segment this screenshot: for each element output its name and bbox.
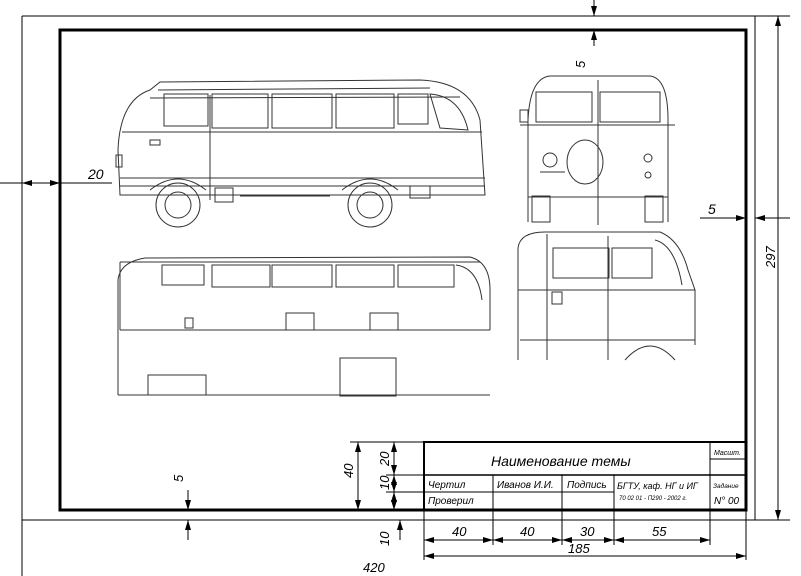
bus-rear-view	[117, 256, 491, 397]
dim-col-30: 30	[580, 524, 595, 539]
dim-row-20: 20	[377, 451, 392, 467]
bus-front-view	[519, 75, 675, 225]
dim-row-10a: 10	[377, 475, 392, 490]
bus-section-view	[517, 231, 696, 361]
dim-top-margin: 5	[573, 60, 588, 68]
dim-left-margin: 20	[87, 166, 104, 182]
title-code: 70 02 01 - П290 - 2002 г.	[619, 496, 687, 502]
dim-stamp-height: 40	[341, 463, 356, 478]
title-checked-label: Проверил	[428, 496, 474, 507]
dim-stamp-width: 185	[568, 541, 590, 556]
dim-sheet-width: 420	[363, 560, 385, 575]
sheet-outline	[21, 15, 756, 521]
title-block	[423, 441, 747, 511]
dim-sheet-height: 297	[763, 246, 778, 269]
dim-right-margin: 5	[708, 201, 716, 217]
bus-side-view	[115, 79, 486, 228]
title-topic: Наименование темы	[491, 453, 631, 469]
title-signature-label: Подпись	[567, 480, 607, 491]
dim-row-10b: 10	[377, 531, 392, 546]
dim-col-40b: 40	[520, 524, 535, 539]
dim-col-40a: 40	[452, 524, 467, 539]
drawing-frame	[58, 28, 748, 512]
title-org: БГТУ, каф. НГ и ИГ	[617, 481, 699, 491]
title-drew-name: Иванов И.И.	[497, 480, 554, 491]
title-scale-label: Масшт.	[714, 450, 741, 457]
title-drew-label: Чертил	[428, 480, 466, 491]
dim-bottom-margin: 5	[171, 474, 186, 482]
title-task-number: N° 00	[714, 496, 740, 507]
dim-col-55: 55	[652, 524, 667, 539]
title-task-label: Задание	[713, 482, 739, 490]
